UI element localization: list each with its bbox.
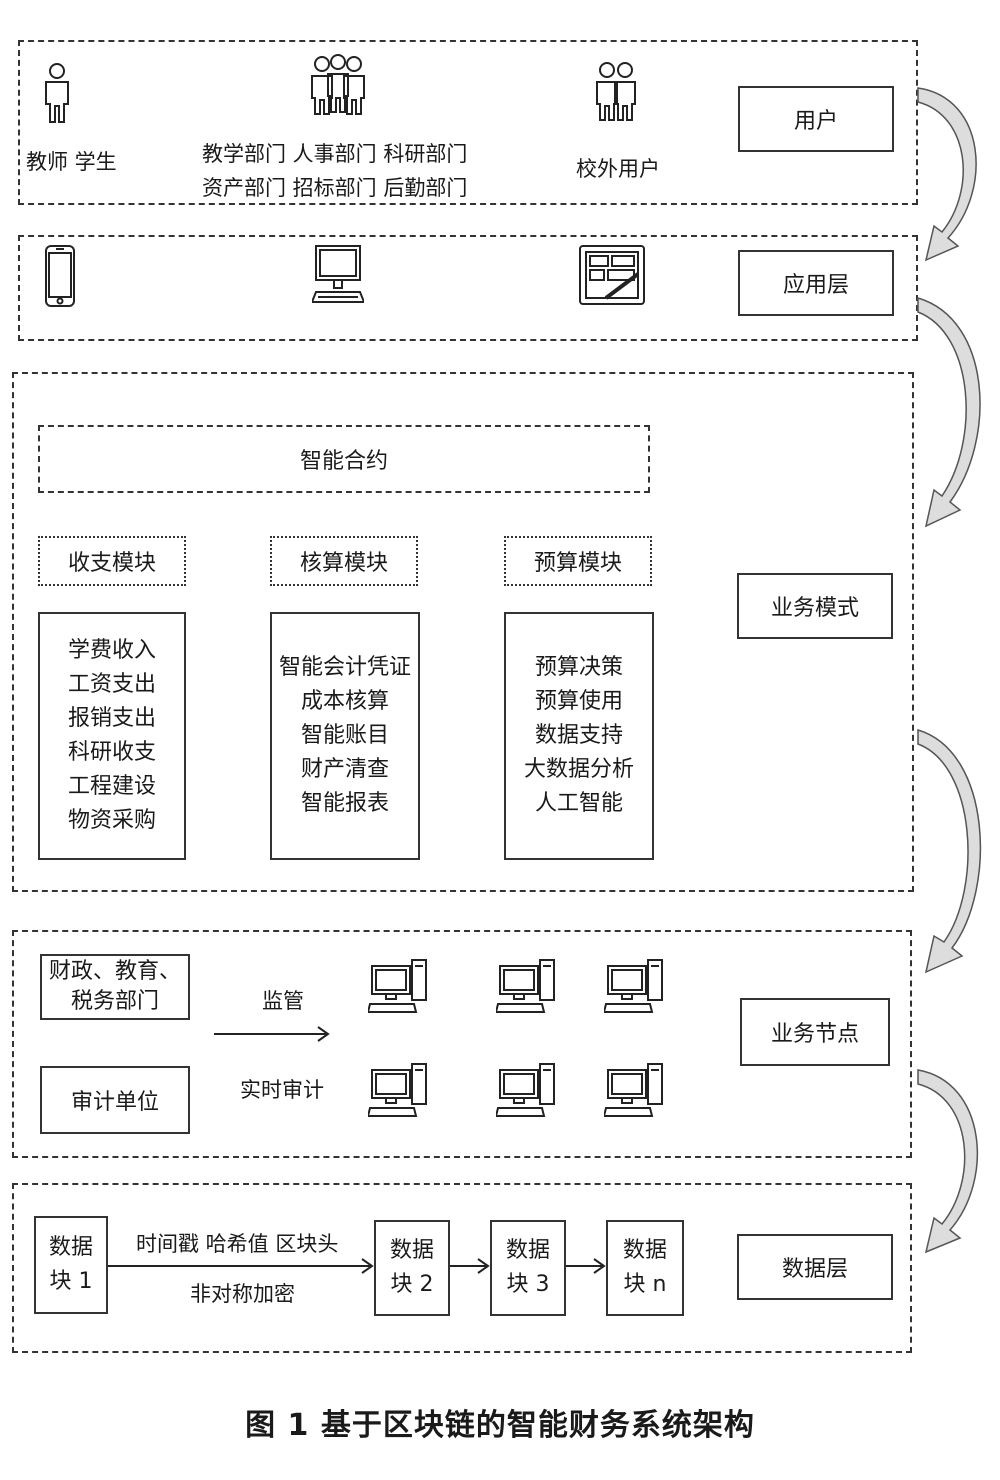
computer-icon [368,1062,428,1118]
hash-text: 时间戳 哈希值 区块头 [136,1232,339,1256]
list-item: 物资采购 [67,808,156,833]
list-item: 工程建设 [67,774,156,799]
tablet-icon [578,244,646,306]
module-title-accounting: 核算模块 [270,536,418,586]
business-nodes-label: 业务节点 [740,998,890,1066]
supervise-arrow [214,1026,330,1042]
users-layer [18,40,918,205]
business-model-label: 业务模式 [737,573,893,639]
list-item: 成本核算 [300,689,389,714]
computer-icon [604,958,664,1014]
encrypt-text: 非对称加密 [190,1282,295,1306]
module-title-budget: 预算模块 [504,536,652,586]
data-block-1: 数据 块 1 [34,1216,108,1314]
list-item: 预算使用 [534,689,623,714]
module-title-income: 收支模块 [38,536,186,586]
data-block-n: 数据 块 n [606,1220,684,1316]
chain-arrow [450,1258,490,1274]
pair-icon [594,60,638,122]
app-layer [18,235,918,341]
flow-arrows [917,87,982,1254]
list-item: 报销支出 [67,706,156,731]
list-item: 学费收入 [67,638,156,663]
users-group1-label: 教师 学生 [26,150,117,174]
person-icon [42,62,72,124]
phone-icon [44,244,76,308]
data-block-3: 数据 块 3 [490,1220,566,1316]
list-item: 数据支持 [534,723,623,748]
group-icon [308,52,368,118]
audit-unit-box: 审计单位 [40,1066,190,1134]
users-group3-label: 校外用户 [576,157,660,181]
business-nodes-layer [12,930,912,1158]
realtime-audit-label: 实时审计 [240,1078,324,1102]
data-layer-label: 数据层 [737,1234,893,1300]
list-item: 工资支出 [67,672,156,697]
data-block-2: 数据 块 2 [374,1220,450,1316]
users-layer-label: 用户 [738,86,894,152]
gov-departments-box: 财政、教育、 税务部门 [40,954,190,1020]
chain-arrow [566,1258,606,1274]
computer-icon [368,958,428,1014]
list-item: 科研收支 [67,740,156,765]
monitor-icon [312,244,364,306]
computer-icon [604,1062,664,1118]
list-item: 智能账目 [300,723,389,748]
users-group2-row1: 教学部门 人事部门 科研部门 [202,142,468,166]
list-item: 智能会计凭证 [278,655,411,680]
chain-arrow [108,1258,374,1274]
figure-caption: 图 1 基于区块链的智能财务系统架构 [245,1408,755,1443]
app-layer-label: 应用层 [738,250,894,316]
module-list-budget: 预算决策 预算使用 数据支持 大数据分析 人工智能 [504,612,654,860]
data-layer [12,1183,912,1353]
smart-contract-box: 智能合约 [38,425,650,493]
module-list-income: 学费收入 工资支出 报销支出 科研收支 工程建设 物资采购 [38,612,186,860]
module-list-accounting: 智能会计凭证 成本核算 智能账目 财产清查 智能报表 [270,612,420,860]
computer-icon [496,1062,556,1118]
list-item: 预算决策 [534,655,623,680]
business-model-layer [12,372,914,892]
list-item: 智能报表 [300,791,389,816]
users-group2-row2: 资产部门 招标部门 后勤部门 [202,176,468,200]
list-item: 大数据分析 [523,757,634,782]
list-item: 财产清查 [300,757,389,782]
list-item: 人工智能 [534,791,623,816]
supervise-label: 监管 [262,989,304,1013]
computer-icon [496,958,556,1014]
